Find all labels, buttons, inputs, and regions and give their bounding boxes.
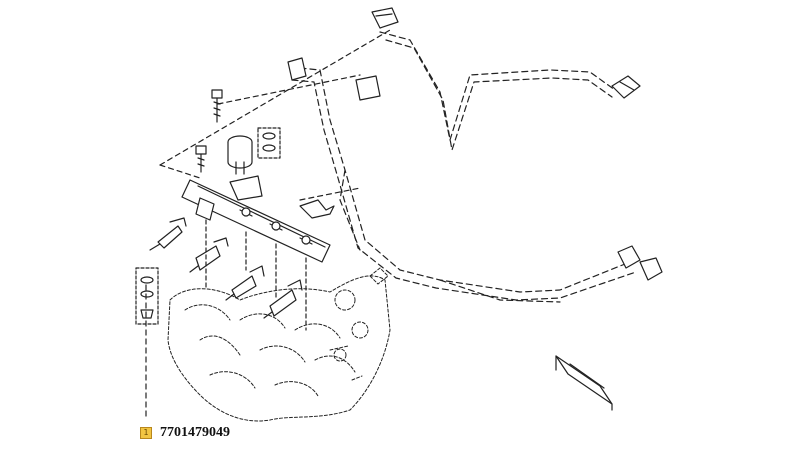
fuel-line-upper — [379, 31, 616, 151]
fuel-line-clip-left — [287, 57, 307, 81]
assembly-guide-lines — [145, 29, 391, 421]
fuel-line-connector-right — [611, 75, 641, 99]
detail-bracket — [555, 355, 613, 411]
injector-4 — [263, 279, 303, 319]
screw-upper — [211, 89, 223, 123]
o-ring-set-injector — [135, 267, 159, 325]
fuel-rail — [181, 175, 331, 263]
injector-3 — [225, 265, 265, 301]
intake-manifold — [167, 267, 391, 422]
o-ring-set-regulator — [257, 127, 281, 159]
callout-marker[interactable]: 1 — [140, 427, 152, 439]
fuel-line-lower — [291, 67, 637, 303]
part-callout: 1 7701479049 — [140, 425, 230, 441]
injector-2 — [189, 237, 229, 273]
fuel-line-connector-lower-right — [617, 245, 663, 281]
pressure-regulator — [227, 135, 253, 175]
injector-guide-lines — [205, 219, 307, 331]
screw-lower — [195, 145, 207, 173]
injector-1 — [149, 217, 187, 251]
fuel-line-clip-mid — [355, 75, 381, 101]
fuel-line-connector-top — [371, 7, 399, 29]
rail-gasket — [299, 199, 335, 219]
part-number: 7701479049 — [160, 425, 230, 440]
